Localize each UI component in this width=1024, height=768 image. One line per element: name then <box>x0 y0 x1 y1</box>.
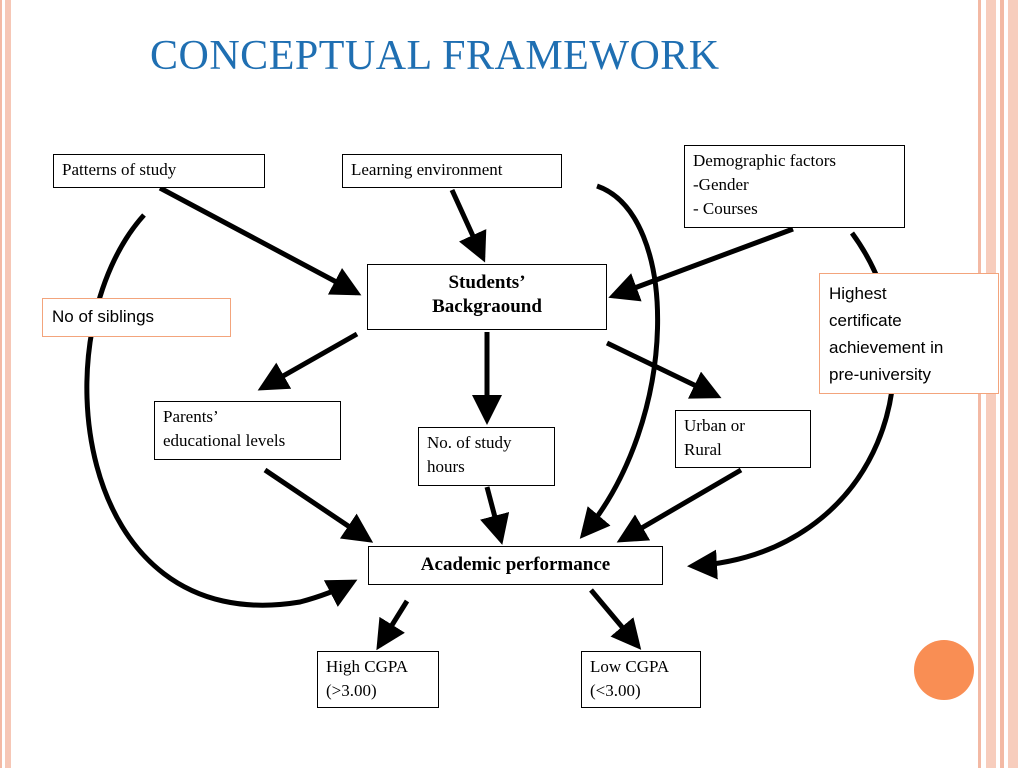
node-learning-environment: Learning environment <box>342 154 562 188</box>
arrow-academic-to-low-cgpa <box>589 588 642 650</box>
arrow-urban-to-academic <box>616 467 743 543</box>
node-text: No of siblings <box>52 307 155 326</box>
node-text: Highest <box>829 284 887 303</box>
node-text: Backgraound <box>432 296 542 317</box>
arrow-academic-to-high-cgpa <box>376 599 410 651</box>
node-text: - Courses <box>693 199 758 218</box>
node-no-of-siblings: No of siblings <box>42 298 231 337</box>
node-highest-certificate: Highest certificate achievement in pre-u… <box>819 273 999 394</box>
left-border-band <box>5 0 11 768</box>
node-text: No. of study <box>427 433 512 452</box>
node-text: Academic performance <box>420 554 611 575</box>
node-text: hours <box>427 457 465 476</box>
node-text: Urban or <box>684 416 745 435</box>
node-high-cgpa: High CGPA (>3.00) <box>317 651 439 708</box>
arrow-studyhours-to-academic <box>480 486 510 545</box>
arrow-parents-to-academic <box>263 467 374 543</box>
node-students-background: Students’ Backgraound <box>367 264 607 330</box>
node-text: High CGPA <box>326 657 409 676</box>
node-text: Rural <box>684 440 722 459</box>
arrow-demographic-to-background <box>608 226 794 302</box>
node-urban-or-rural: Urban or Rural <box>675 410 811 468</box>
left-border-line <box>0 0 2 768</box>
node-text: Low CGPA <box>590 657 670 676</box>
node-demographic-factors: Demographic factors -Gender - Courses <box>684 145 905 228</box>
accent-circle <box>914 640 974 700</box>
node-text: Learning environment <box>351 160 503 179</box>
arrow-patterns-to-background <box>158 185 362 296</box>
node-text: Patterns of study <box>62 160 177 179</box>
node-text: pre-university <box>829 365 932 384</box>
node-text: certificate <box>829 311 902 330</box>
node-text: (<3.00) <box>590 681 641 700</box>
node-text: achievement in <box>829 338 944 357</box>
node-text: educational levels <box>163 431 286 450</box>
node-patterns-of-study: Patterns of study <box>53 154 265 188</box>
arrow-background-to-urban <box>605 340 722 399</box>
node-academic-performance: Academic performance <box>368 546 663 585</box>
node-parents-educational-levels: Parents’ educational levels <box>154 401 341 460</box>
node-text: Parents’ <box>163 407 219 426</box>
arrow-background-to-parents <box>257 331 359 391</box>
node-text: Demographic factors <box>693 151 837 170</box>
node-text: -Gender <box>693 175 749 194</box>
node-no-of-study-hours: No. of study hours <box>418 427 555 486</box>
node-text: (>3.00) <box>326 681 377 700</box>
node-low-cgpa: Low CGPA (<3.00) <box>581 651 701 708</box>
arrow-curve-environment-to-academic <box>579 183 660 539</box>
arrow-environment-to-background <box>449 188 487 263</box>
node-text: Students’ <box>448 272 526 293</box>
slide-title: CONCEPTUAL FRAMEWORK <box>150 33 720 79</box>
